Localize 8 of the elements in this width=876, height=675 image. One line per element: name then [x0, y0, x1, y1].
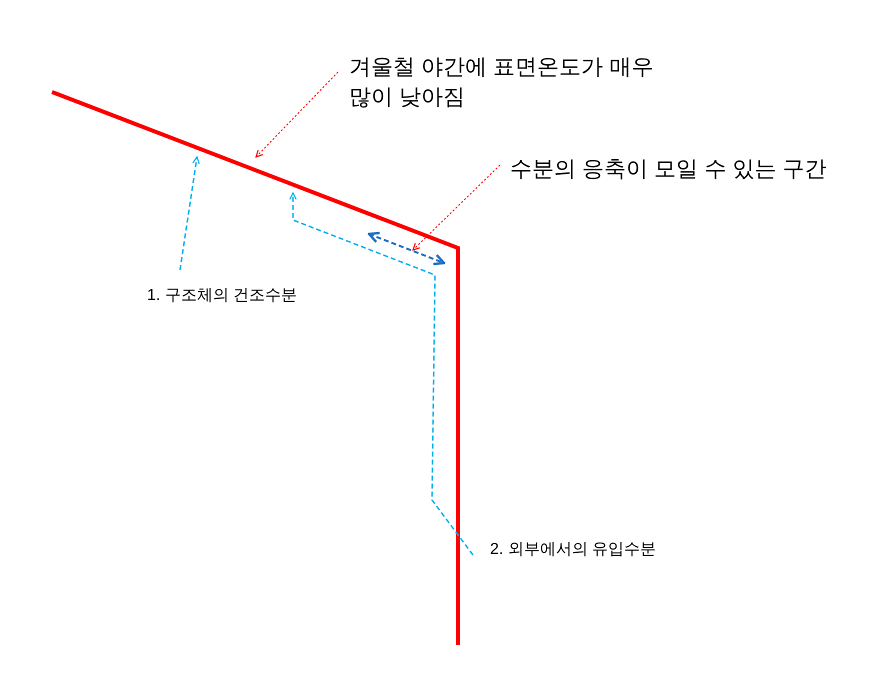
annotation-text: 수분의 응축이 모일 수 있는 구간 [510, 154, 827, 184]
leader-line [255, 72, 338, 158]
leader-line [412, 164, 500, 251]
arrow [179, 156, 200, 270]
annotation-text: 1. 구조체의 건조수분 [147, 285, 298, 307]
annotation-text: 2. 외부에서의 유입수분 [490, 539, 656, 561]
annotation-text: 겨울철 야간에 표면온도가 매우 많이 낮아짐 [349, 52, 694, 112]
arrow [289, 192, 474, 556]
